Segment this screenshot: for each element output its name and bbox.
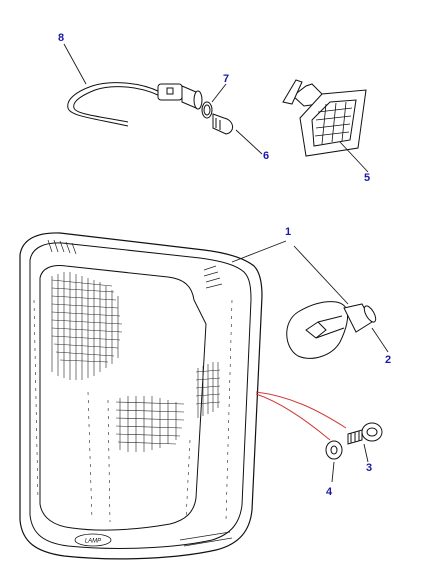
leader-6 — [235, 129, 263, 155]
callout-1: 1 — [285, 226, 292, 238]
wiring-harness — [67, 82, 161, 127]
callout-7: 7 — [223, 73, 230, 85]
o-ring-seal — [201, 101, 213, 119]
callout-leaders — [63, 43, 389, 483]
callout-6: 6 — [263, 150, 270, 162]
leader-red-a — [255, 391, 347, 429]
fixing-screw — [347, 422, 383, 445]
fixing-leaders — [255, 391, 347, 441]
callout-4: 4 — [326, 486, 333, 498]
bulb-holder — [157, 83, 203, 110]
leader-7 — [211, 83, 227, 103]
washer — [325, 440, 343, 460]
leader-8 — [63, 43, 87, 85]
callout-3: 3 — [366, 462, 373, 474]
lens-logo: LAMP — [74, 533, 112, 547]
lens-logo-text: LAMP — [85, 539, 101, 545]
leader-1a — [231, 240, 287, 263]
side-repeater-lamp — [282, 79, 367, 157]
side-marker-bulb — [212, 113, 233, 135]
callout-8: 8 — [58, 32, 65, 44]
leader-1b — [293, 245, 349, 305]
indicator-bulb — [286, 301, 377, 359]
leader-5 — [339, 141, 369, 173]
indicator-lamp-housing — [19, 232, 263, 560]
leader-3 — [363, 443, 369, 463]
callout-5: 5 — [364, 172, 371, 184]
callout-2: 2 — [385, 354, 392, 366]
lens-texture — [33, 239, 233, 547]
leader-red-b — [255, 393, 331, 441]
leader-2 — [371, 327, 389, 353]
leader-4 — [331, 461, 335, 483]
